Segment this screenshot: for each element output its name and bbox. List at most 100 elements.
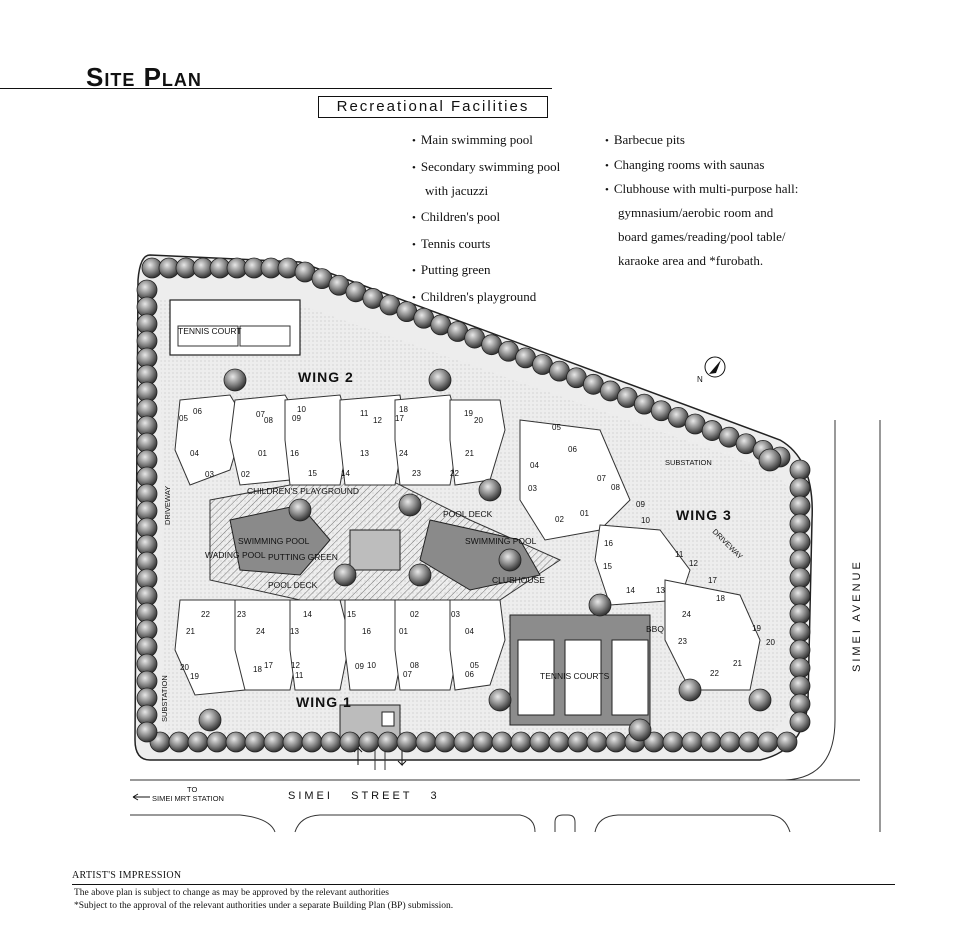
unit-number: 13 [656, 586, 665, 595]
tree [223, 368, 247, 392]
tree [776, 731, 798, 753]
footnote-1: The above plan is subject to change as m… [74, 888, 389, 898]
unit-number: 17 [264, 661, 273, 670]
map-label-to: TO [187, 785, 197, 794]
unit-number: 21 [733, 659, 742, 668]
facility-item: Clubhouse with multi-purpose hall: [605, 179, 799, 203]
unit-number: 12 [373, 416, 382, 425]
unit-number: 10 [641, 516, 650, 525]
tree [789, 603, 811, 625]
map-label-bbq: BBQ [646, 624, 664, 634]
unit-number: 24 [682, 610, 691, 619]
unit-number: 04 [530, 461, 539, 470]
unit-number: 13 [360, 449, 369, 458]
unit-number: 24 [399, 449, 408, 458]
tree [453, 731, 475, 753]
tree [789, 675, 811, 697]
section-rule [318, 88, 552, 89]
unit-number: 19 [190, 672, 199, 681]
unit-number: 23 [412, 469, 421, 478]
unit-number: 02 [410, 610, 419, 619]
tree [678, 678, 702, 702]
tree [415, 731, 437, 753]
tree [605, 731, 627, 753]
map-label-childrens-playground: CHILDREN'S PLAYGROUND [247, 486, 359, 496]
tree [662, 731, 684, 753]
facility-item: Tennis courts [412, 234, 560, 261]
unit-number: 16 [604, 539, 613, 548]
tree [398, 493, 422, 517]
tree [567, 731, 589, 753]
tree [377, 731, 399, 753]
unit-number: 19 [752, 624, 761, 633]
tree [588, 593, 612, 617]
recreational-facilities-heading: Recreational Facilities [318, 96, 548, 118]
facility-item: board games/reading/pool table/ [618, 229, 786, 244]
facility-item: Children's playground [412, 287, 560, 314]
wing2-blocks [174, 394, 506, 486]
unit-number: 04 [465, 627, 474, 636]
wing3-blocks [519, 419, 761, 691]
tree [789, 711, 811, 733]
unit-number: 08 [264, 416, 273, 425]
tree [789, 693, 811, 715]
tree [358, 731, 380, 753]
tree [586, 731, 608, 753]
tree [263, 731, 285, 753]
page-title: Site Plan [86, 62, 202, 92]
unit-number: 01 [258, 449, 267, 458]
unit-number: 20 [474, 416, 483, 425]
tree [628, 718, 652, 742]
tree [282, 731, 304, 753]
tree [789, 531, 811, 553]
tree [789, 567, 811, 589]
tree [333, 563, 357, 587]
unit-number: 05 [179, 414, 188, 423]
map-label-north: N [697, 375, 703, 384]
unit-number: 12 [291, 661, 300, 670]
unit-number: 10 [367, 661, 376, 670]
unit-number: 16 [362, 627, 371, 636]
unit-number: 09 [355, 662, 364, 671]
unit-number: 08 [410, 661, 419, 670]
facility-item: Changing rooms with saunas [605, 155, 798, 179]
tree [548, 731, 570, 753]
map-label-street: SIMEI STREET 3 [288, 790, 440, 802]
map-label-wing1: WING 1 [296, 694, 352, 710]
artists-impression-label: ARTIST'S IMPRESSION [72, 870, 182, 881]
map-label-mrt: SIMEI MRT STATION [152, 794, 224, 803]
map-label-substation-top: SUBSTATION [665, 458, 712, 467]
tree [288, 498, 312, 522]
tree [491, 731, 513, 753]
tree [719, 731, 741, 753]
unit-number: 19 [464, 409, 473, 418]
unit-number: 03 [528, 484, 537, 493]
unit-number: 01 [580, 509, 589, 518]
unit-number: 11 [675, 550, 684, 559]
facility-item: Children's pool [412, 207, 560, 234]
tree [434, 731, 456, 753]
tree [789, 513, 811, 535]
unit-number: 09 [292, 414, 301, 423]
tree [478, 478, 502, 502]
unit-number: 07 [597, 474, 606, 483]
unit-number: 06 [193, 407, 202, 416]
unit-number: 21 [465, 449, 474, 458]
map-label-wing3: WING 3 [676, 507, 732, 523]
tree [408, 563, 432, 587]
unit-number: 06 [465, 670, 474, 679]
unit-number: 21 [186, 627, 195, 636]
map-label-swimming-pool-right: SWIMMING POOL [465, 536, 537, 546]
tree [206, 731, 228, 753]
tree [244, 731, 266, 753]
unit-number: 04 [190, 449, 199, 458]
unit-number: 14 [341, 469, 350, 478]
tree [700, 731, 722, 753]
tree [789, 585, 811, 607]
map-label-substation-left: SUBSTATION [160, 675, 169, 722]
facility-item: Secondary swimming pool [412, 157, 560, 181]
map-label-clubhouse: CLUBHOUSE [492, 575, 545, 585]
unit-number: 15 [347, 610, 356, 619]
facilities-list-1: Main swimming pool Secondary swimming po… [412, 130, 560, 313]
